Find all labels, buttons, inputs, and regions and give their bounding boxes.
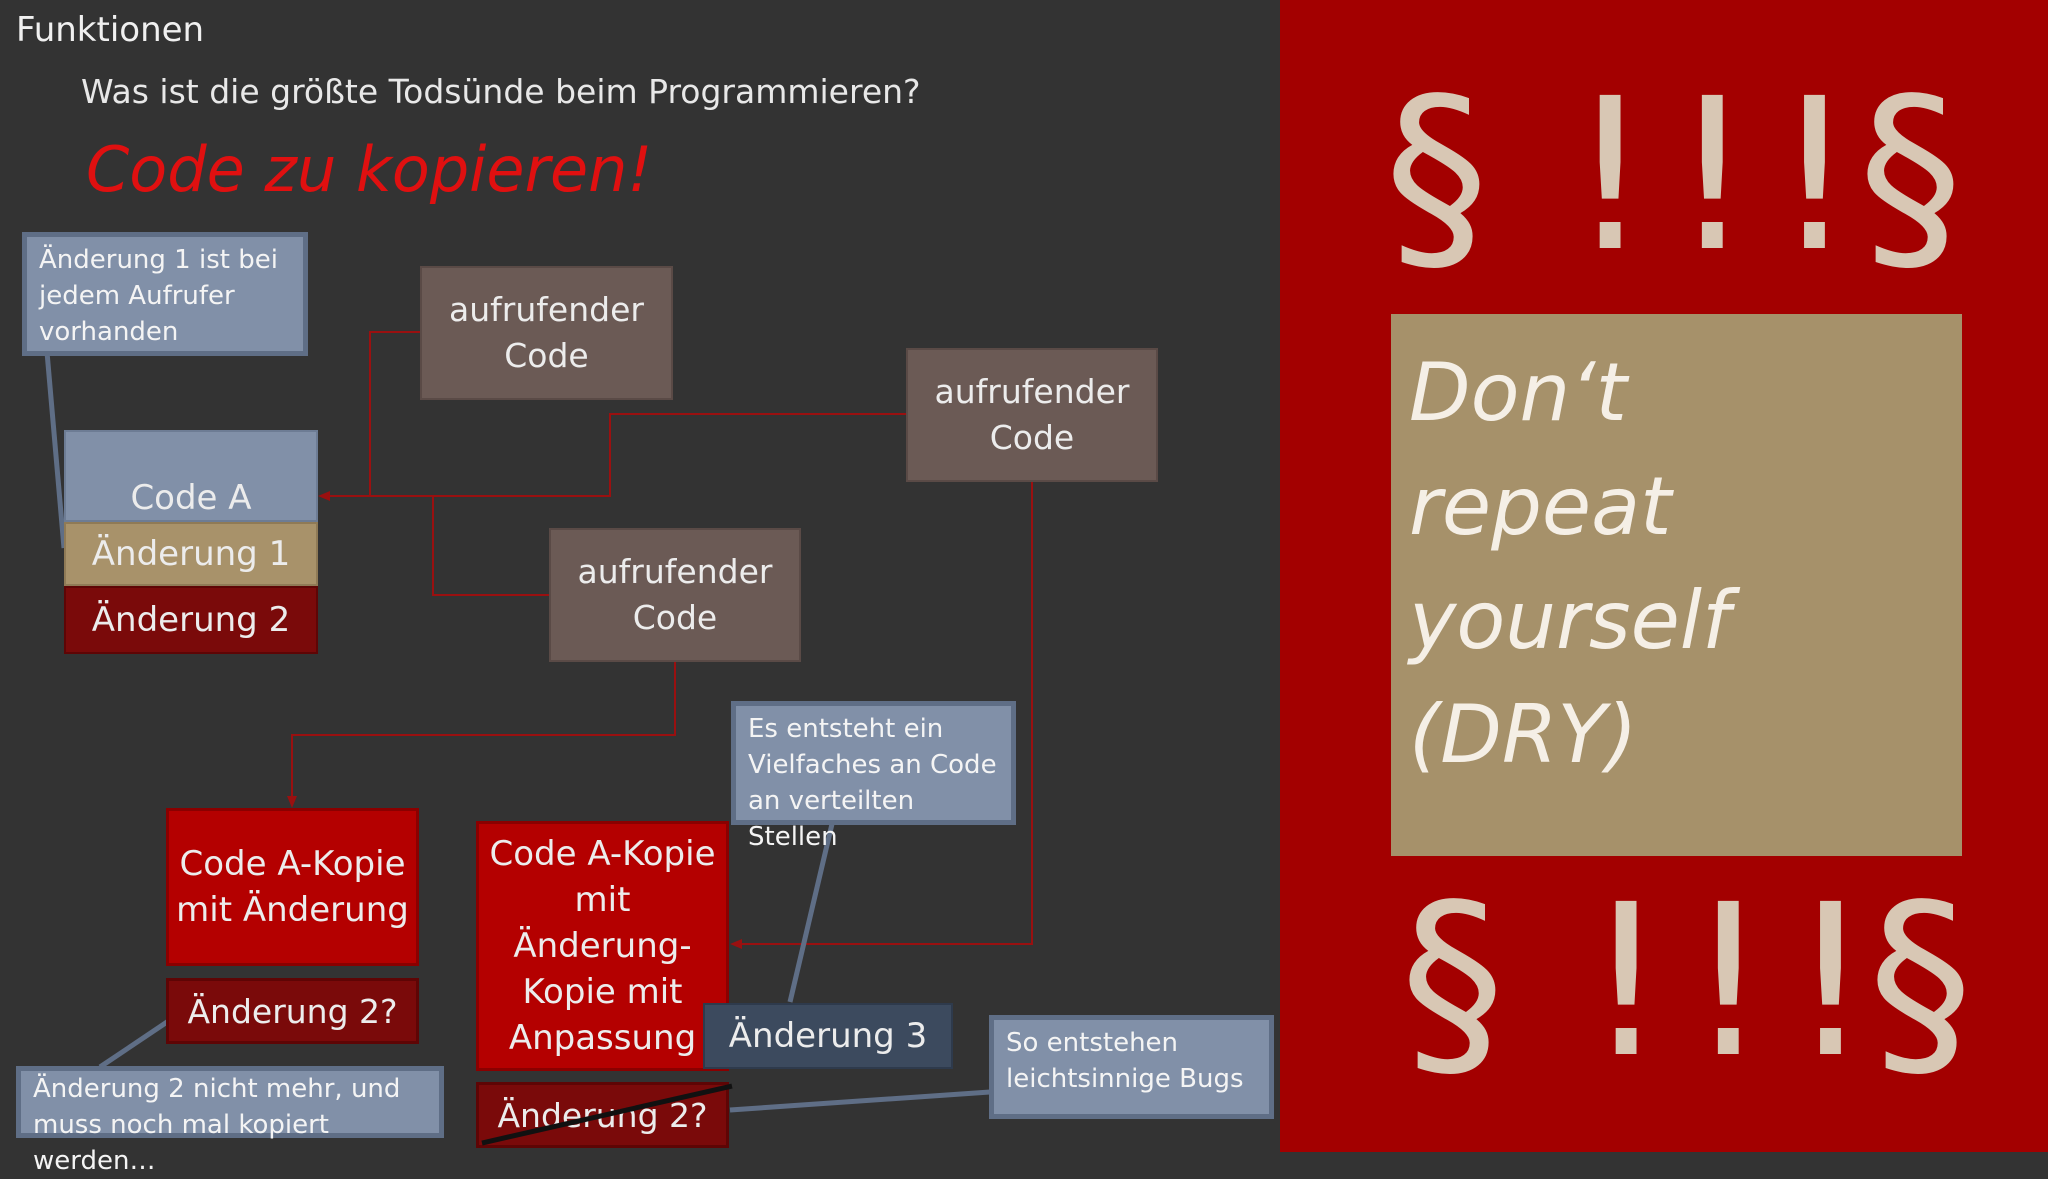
code-a-box: Code A	[64, 430, 318, 522]
section-symbol-bottom-left: §	[1400, 859, 1505, 1104]
note-aenderung-1: Änderung 1 ist bei jedem Aufrufer vorhan…	[22, 232, 308, 356]
caller-code-box: aufrufender Code	[549, 528, 801, 662]
dry-box: Don‘t repeat yourself (DRY)	[1391, 314, 1962, 856]
note-bugs: So entstehen leichtsinnige Bugs	[989, 1015, 1274, 1119]
section-symbol-bottom-right: §	[1868, 859, 1973, 1104]
aenderung-2-box: Änderung 2	[64, 586, 318, 654]
caller-code-box: aufrufender Code	[906, 348, 1158, 482]
strikethrough-line	[481, 1083, 733, 1146]
section-title: Funktionen	[16, 10, 205, 50]
section-symbol-top-left: §	[1384, 53, 1489, 298]
aenderung-2-question-box: Änderung 2?	[166, 978, 419, 1044]
connector-lines	[44, 331, 1033, 1113]
section-symbol-top-right: §	[1858, 53, 1963, 298]
note-vielfaches: Es entsteht ein Vielfaches an Code an ve…	[731, 701, 1016, 852]
exclamation-bottom: !!!	[1584, 859, 1891, 1104]
exclamation-top: !!!	[1568, 53, 1875, 298]
question-text: Was ist die größte Todsünde beim Program…	[81, 72, 921, 111]
answer-text: Code zu kopieren!	[86, 133, 653, 206]
caller-code-box: aufrufender Code	[420, 266, 673, 400]
code-copy-box: Code A-Kopie mit Änderung	[166, 808, 419, 966]
aenderung-1-box: Änderung 1	[64, 522, 318, 586]
note-aenderung-2: Änderung 2 nicht mehr, und muss noch mal…	[16, 1066, 444, 1176]
code-copy-adapted-box: Code A-Kopie mit Änderung- Kopie mit Anp…	[476, 821, 729, 1071]
aenderung-3-box: Änderung 3	[703, 1003, 953, 1069]
